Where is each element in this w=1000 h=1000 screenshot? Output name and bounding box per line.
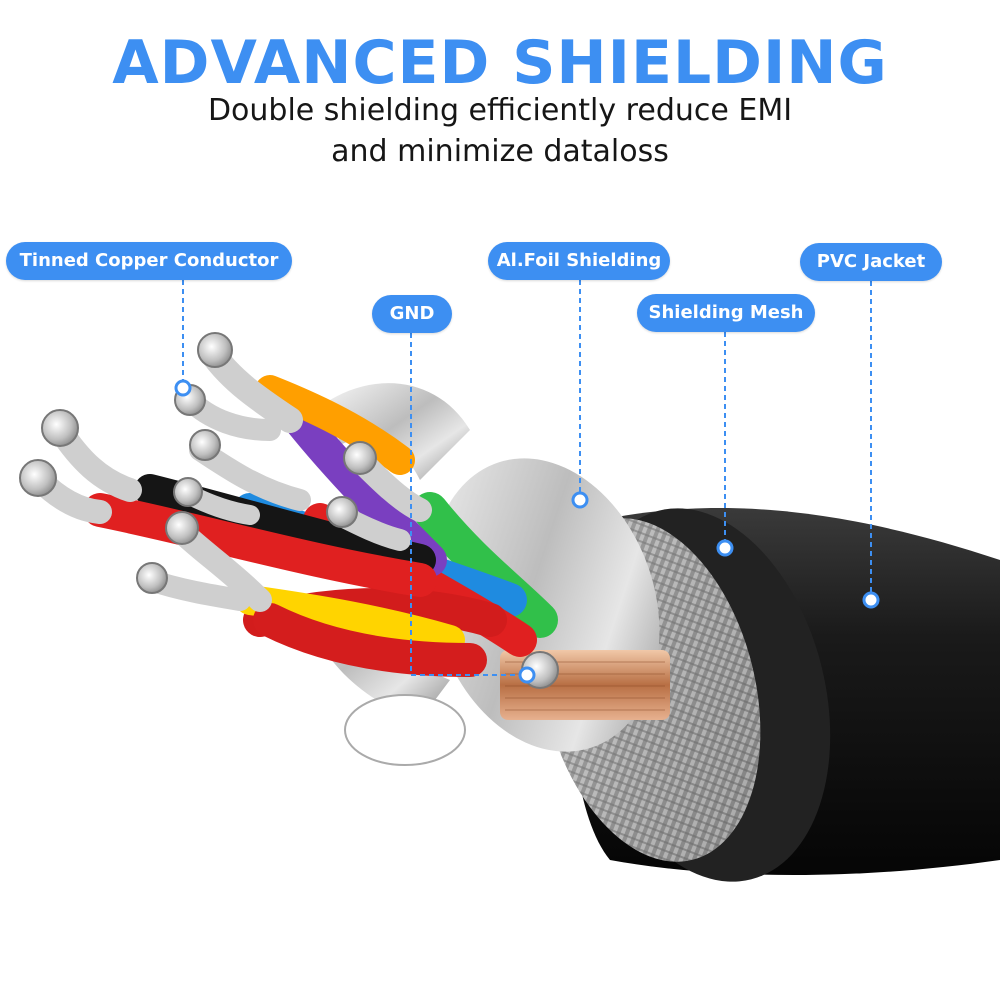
- callout-shielding-mesh: Shielding Mesh: [637, 294, 815, 332]
- leader-gnd: [410, 333, 525, 676]
- wire-red-4: [253, 603, 487, 677]
- subtitle-line-1: Double shielding efficiently reduce EMI: [207, 93, 793, 128]
- wire-green: [412, 492, 558, 638]
- callout-dot-icon: [518, 666, 536, 684]
- callout-tinned-copper-conductor: Tinned Copper Conductor: [6, 242, 292, 280]
- leader-lines: [182, 280, 872, 676]
- callout-dot-icon: [716, 539, 734, 557]
- callout-dot-icon: [571, 491, 589, 509]
- callout-dots: [174, 379, 880, 684]
- wire-orange: [255, 375, 415, 475]
- callout-dot-icon: [862, 591, 880, 609]
- copper-strand-icon: [197, 332, 233, 368]
- al-foil-curl: [330, 383, 470, 480]
- wire-yellow: [235, 585, 465, 655]
- subtitle-line-2: and minimize dataloss: [331, 134, 669, 169]
- wire-red-1: [83, 493, 437, 597]
- callout-gnd: GND: [372, 295, 452, 333]
- callout-dot-icon: [174, 379, 192, 397]
- page-title: ADVANCED SHIELDING: [112, 28, 888, 98]
- callout-al-foil-shielding: Al.Foil Shielding: [488, 242, 670, 280]
- callout-pvc-jacket: PVC Jacket: [800, 243, 942, 281]
